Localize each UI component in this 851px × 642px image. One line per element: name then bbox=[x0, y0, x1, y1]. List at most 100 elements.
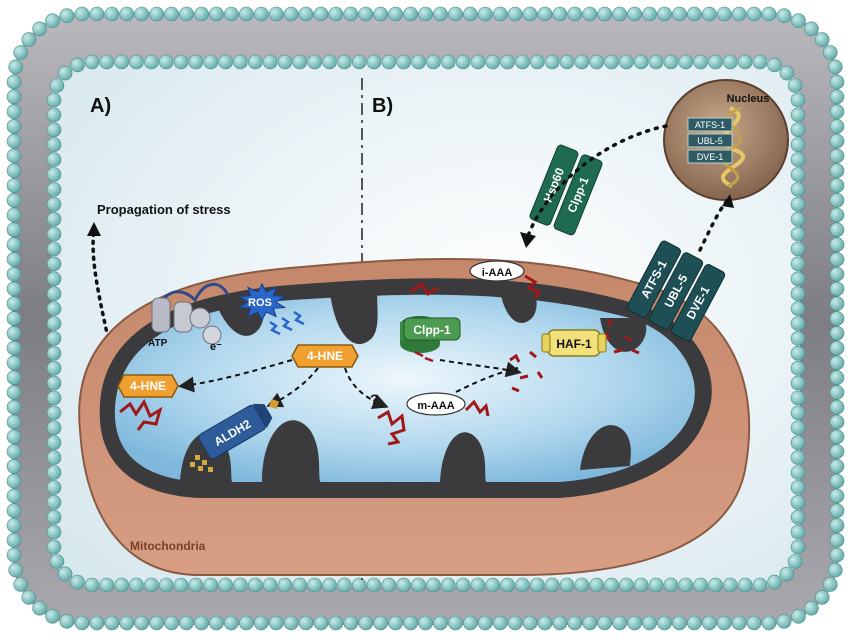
membrane-bead bbox=[731, 6, 747, 22]
membrane-bead bbox=[373, 615, 389, 631]
membrane-bead bbox=[6, 296, 22, 312]
membrane-bead bbox=[790, 211, 806, 227]
membrane-bead bbox=[761, 615, 777, 631]
membrane-bead bbox=[46, 137, 62, 152]
membrane-bead bbox=[403, 615, 418, 631]
gene-label-1: ATFS-1 bbox=[695, 120, 725, 130]
ros-label: ROS bbox=[248, 297, 272, 309]
membrane-bead bbox=[46, 331, 62, 346]
membrane-bead bbox=[129, 54, 144, 70]
membrane-bead bbox=[462, 6, 478, 22]
membrane-bead bbox=[89, 615, 105, 631]
membrane-bead bbox=[642, 615, 657, 631]
membrane-bead bbox=[396, 54, 412, 70]
membrane-bead bbox=[49, 554, 65, 569]
haf1-cap-right bbox=[597, 333, 607, 353]
membrane-bead bbox=[70, 57, 85, 73]
membrane-bead bbox=[827, 562, 843, 578]
membrane-bead bbox=[829, 311, 845, 326]
membrane-bead bbox=[6, 74, 22, 90]
clpp1-label: Clpp-1 bbox=[413, 323, 451, 337]
nucleus: Nucleus ATFS-1 UBL-5 DVE-1 bbox=[663, 79, 789, 201]
membrane-bead bbox=[790, 539, 806, 555]
membrane-bead bbox=[46, 539, 62, 555]
membrane-bead bbox=[396, 577, 412, 593]
product-dot bbox=[202, 460, 207, 465]
membrane-bead bbox=[268, 6, 284, 22]
membrane-bead bbox=[322, 577, 337, 593]
membrane-bead bbox=[358, 6, 374, 22]
etc-complex-2 bbox=[173, 301, 193, 333]
membrane-bead bbox=[477, 6, 493, 22]
hne-left-shape bbox=[117, 374, 179, 398]
crista-5 bbox=[262, 420, 320, 482]
membrane-bead bbox=[46, 271, 62, 287]
membrane-bead bbox=[779, 566, 795, 582]
membrane-bead bbox=[790, 345, 806, 361]
membrane-bead bbox=[790, 286, 806, 302]
membrane-bead bbox=[224, 615, 239, 631]
membrane-bead bbox=[46, 360, 62, 376]
membrane-bead bbox=[292, 577, 308, 593]
membrane-bead bbox=[790, 405, 806, 421]
membrane-bead bbox=[328, 615, 344, 631]
membrane-bead bbox=[411, 577, 426, 593]
clpp1-protease: Clpp-1 bbox=[400, 281, 461, 363]
membrane-bead bbox=[388, 6, 403, 22]
membrane-bead bbox=[149, 6, 164, 22]
gene-box-3 bbox=[687, 149, 733, 164]
membrane-bead bbox=[84, 577, 100, 593]
membrane-bead bbox=[283, 615, 299, 631]
aldh2-products bbox=[190, 455, 213, 472]
membrane-bead bbox=[134, 6, 149, 22]
membrane-bead bbox=[790, 524, 806, 540]
membrane-bead bbox=[188, 54, 204, 70]
membrane-bead bbox=[829, 119, 845, 134]
membrane-bead bbox=[790, 92, 806, 108]
membrane-bead bbox=[829, 178, 845, 193]
membrane-bead bbox=[829, 355, 845, 371]
membrane-bead bbox=[767, 574, 782, 590]
membrane-bead bbox=[752, 54, 768, 70]
membrane-bead bbox=[829, 222, 845, 238]
membrane-bead bbox=[114, 54, 129, 70]
membrane-bead bbox=[46, 286, 62, 302]
membrane-bead bbox=[522, 615, 538, 631]
membrane-bead bbox=[619, 577, 634, 593]
membrane-bead bbox=[149, 615, 164, 631]
membrane-bead bbox=[381, 54, 397, 70]
membrane-bead bbox=[814, 590, 830, 605]
membrane-bead bbox=[233, 577, 248, 593]
membrane-bead bbox=[829, 518, 845, 533]
i-aaa-label: i-AAA bbox=[482, 267, 513, 279]
membrane-bead bbox=[790, 331, 806, 346]
membrane-bead bbox=[337, 54, 352, 70]
peptide-frag bbox=[509, 353, 521, 363]
membrane-bead bbox=[829, 325, 845, 341]
membrane-bead bbox=[59, 613, 75, 629]
membrane-bead bbox=[366, 577, 382, 593]
membrane-bead bbox=[45, 608, 60, 624]
membrane-bead bbox=[574, 577, 590, 593]
membrane-bead bbox=[522, 6, 538, 22]
hne-center-label: 4-HNE bbox=[307, 349, 343, 363]
membrane-bead bbox=[337, 577, 352, 593]
membrane-bead bbox=[46, 405, 62, 421]
membrane-bead bbox=[418, 615, 433, 631]
membrane-bead bbox=[46, 122, 62, 138]
membrane-bead bbox=[158, 54, 174, 70]
membrane-bead bbox=[627, 6, 642, 22]
membrane-bead bbox=[6, 311, 22, 326]
membrane-bead bbox=[767, 57, 782, 73]
membrane-bead bbox=[6, 503, 22, 519]
ros-star-shape bbox=[237, 282, 287, 322]
membrane-bead bbox=[343, 615, 359, 631]
membrane-bead bbox=[701, 6, 717, 22]
membrane-bead bbox=[322, 54, 337, 70]
peptide-frag bbox=[536, 371, 544, 379]
membrane-bead bbox=[515, 54, 530, 70]
peptide-frag bbox=[624, 334, 632, 343]
membrane-bead bbox=[418, 6, 433, 22]
membrane-bead bbox=[693, 577, 708, 593]
